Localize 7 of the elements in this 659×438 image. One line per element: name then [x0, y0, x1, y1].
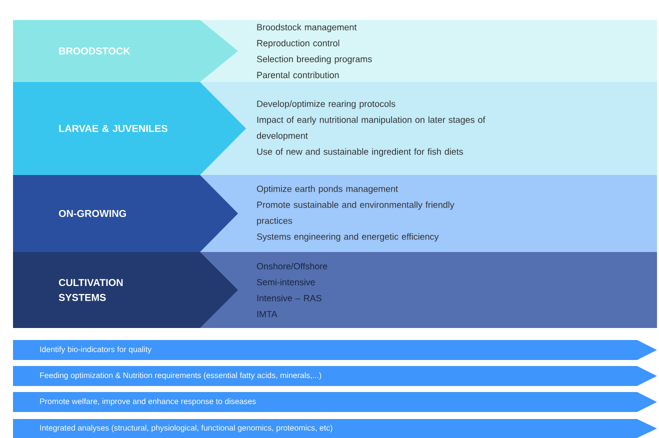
item-list: Onshore/Offshore Semi-intensive Intensive – RAS IMTA: [256, 262, 328, 318]
item-list: Develop/optimize rearing protocols Impact of early nutritional manipulation on later stages of development Use of new and sustainable ingredient for fish diets: [256, 100, 486, 157]
stage-header: BROODSTOCK: [13, 20, 238, 82]
stage-header: ON-GROWING: [13, 174, 238, 252]
item-list: Broodstock management Reproduction control Selection breeding programs Parental contribution: [256, 24, 372, 78]
stage-header: CULTIVATION SYSTEMS: [13, 252, 238, 328]
item-list: Optimize earth ponds management Promote sustainable and environmentally friendly practices Systems engineering and energetic efficiency: [256, 185, 454, 242]
